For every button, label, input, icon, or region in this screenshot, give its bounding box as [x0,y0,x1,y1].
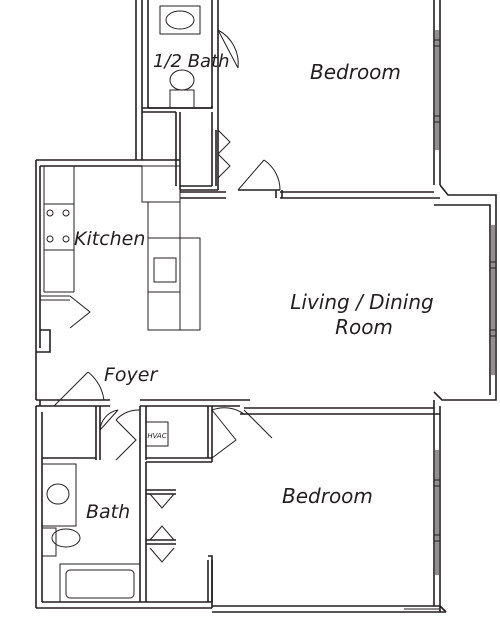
room-label-bedroom-top: Bedroom [310,60,401,84]
room-label-bedroom-bottom: Bedroom [282,484,373,508]
upper-rooms-walls [142,0,283,198]
room-label-foyer: Foyer [104,364,158,386]
room-label-kitchen: Kitchen [74,228,145,250]
bath-fixtures [41,463,141,603]
hvac-unit: HVAC [145,421,169,447]
room-label-bath: Bath [86,501,130,523]
room-label-living-dining-line1: Living / Dining [290,290,433,314]
doors [40,29,281,563]
exterior-walls [35,0,497,613]
windows [404,30,497,610]
kitchen-fixtures [43,165,201,331]
room-label-half-bath: 1/2 Bath [153,51,230,72]
hvac-label: HVAC [147,432,166,440]
room-label-living-dining-line2: Room [335,315,393,339]
half-bath-fixtures [159,5,201,109]
